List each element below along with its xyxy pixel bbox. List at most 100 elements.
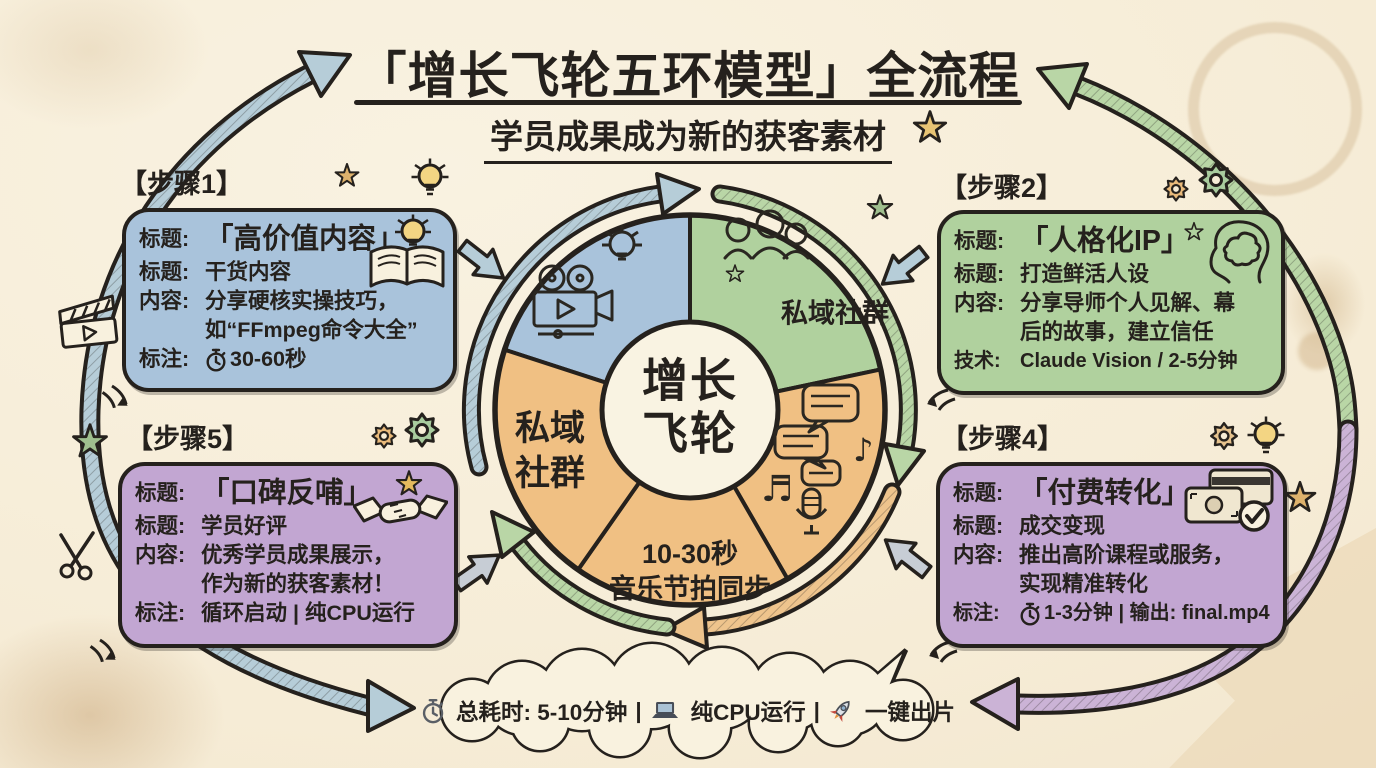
stopwatch-icon [421,698,445,724]
laptop-icon [650,701,680,721]
step2-box: 标题: 「人格化IP」 标题: 打造鲜活人设 内容: 分享导师个人见解、幕 后的… [937,210,1285,395]
microphone-icon [795,487,828,535]
step2-content-row: 内容: 分享导师个人见解、幕 [954,289,1268,318]
step2-content-line1: 分享导师个人见解、幕 [1020,291,1236,315]
segment-label-left-line2: 社群 [514,454,586,493]
field-label: 标题: [953,481,1004,505]
flywheel-center-label: 增长 飞轮 [642,355,738,462]
field-label: 标注: [135,601,186,625]
step4-title-row: 标题: 「付费转化」 [953,474,1270,512]
lightbulb-icon [1246,415,1286,454]
segment-label-bottom: 10-30秒 音乐节拍同步 [609,537,771,607]
step2-title-row: 标题: 「人格化IP」 [954,222,1268,260]
field-label: 标题: [954,229,1005,253]
step2-header: 【步骤2】 [940,173,1064,203]
field-label: 标题: [139,260,190,284]
ring-arrow-blue [461,172,701,477]
step4-title-value: 「付费转化」 [1019,477,1191,509]
scissors-icon [59,531,95,581]
chat-music-mic-icons: ♪ ♬ [761,383,873,535]
credit-card-check-icon [1184,468,1279,539]
field-label: 内容: [139,289,190,313]
star-icon [866,194,894,220]
step1-meta-value: 30-60秒 [230,347,307,371]
flywheel-ring-arrows [461,172,926,650]
chevron-accent [925,388,957,412]
step5-title-value: 「口碑反哺」 [201,477,373,509]
field-label: 标题: [139,227,190,251]
step5-header: 【步骤5】 [126,424,250,454]
segment-label-bottom-line1: 10-30秒 [641,538,739,569]
step1-subtitle-row: 标题: 干货内容 [139,258,440,287]
clapperboard-icon [58,294,119,349]
cloud-total-time: 总耗时: 5-10分钟 [456,700,628,725]
step5-content-row2: 作为新的获客素材！ [135,570,441,599]
step4-subtitle-value: 成交变现 [1019,514,1106,538]
step5-content-row: 内容: 优秀学员成果展示， [135,541,441,570]
music-note-icon: ♪ [853,431,873,469]
page-title: 「增长飞轮五环模型」全流程 [356,48,1020,104]
star-icon [912,110,948,143]
step5-meta-row: 标注: 循环启动 | 纯CPU运行 [135,599,441,628]
step2-subtitle-row: 标题: 打造鲜活人设 [954,260,1268,289]
segment-label-left-line1: 私域 [514,409,586,449]
step2-meta-row: 技术: Claude Vision / 2-5分钟 [954,347,1268,376]
field-label: 标题: [135,514,186,538]
summary-cloud [439,641,935,760]
step2-meta-value: Claude Vision / 2-5分钟 [1020,350,1238,372]
segment-label-bottom-line2: 音乐节拍同步 [609,574,771,604]
page-subtitle: 学员成果成为新的获客素材 [484,110,892,164]
people-group-icon [723,209,810,283]
segment-label-green: 私域社群 [781,298,889,329]
gear-icon [371,423,397,449]
step2-content-row2: 后的故事，建立信任 [954,318,1268,347]
gear-icon [1163,176,1189,202]
ring-arrow-green-right [710,184,926,487]
summary-cloud-text: 总耗时: 5-10分钟 | 纯CPU运行 | 一键出片 [421,695,955,727]
arrow-step4-to-wheel [873,525,939,587]
stopwatch-icon [205,348,227,372]
field-label: 技术: [954,350,1001,372]
step4-meta-value: 1-3分钟 | 输出: final.mp4 [1044,602,1270,624]
step1-content-row: 内容: 分享硬核实操技巧， [139,287,440,316]
lightbulb-icon [410,157,450,196]
step4-meta-row: 标注: 1-3分钟 | 输出: final.mp4 [953,599,1270,628]
ring-arrow-green-left [490,510,677,637]
cloud-separator: | [635,698,642,723]
star-icon [334,162,360,187]
step1-subtitle-value: 干货内容 [205,260,292,284]
title-underline [354,100,1022,105]
ring-arrow-orange [662,482,902,650]
step5-subtitle-value: 学员好评 [201,514,288,538]
field-label: 标题: [954,262,1005,286]
step1-meta-row: 标注: 30-60秒 [139,345,440,374]
rocket-icon [828,698,854,724]
step1-content-row2: 如“FFmpeg命令大全” [139,316,440,345]
step1-header: 【步骤1】 [120,169,244,199]
step1-title-value: 「高价值内容」 [205,223,405,255]
cloud-cpu-note: 纯CPU运行 [690,700,806,725]
gear-icon [1209,422,1239,450]
field-label: 标注: [139,347,190,371]
flywheel-center-line1: 增长 [642,354,738,407]
flywheel-hub [599,319,781,501]
step5-subtitle-row: 标题: 学员好评 [135,512,441,541]
stopwatch-icon [1019,602,1041,626]
gear-icon [404,412,440,448]
chevron-accent [85,636,122,668]
step4-box: 标题: 「付费转化」 标题: 成交变现 内容: 推出高阶课程或服务， 实现精准转… [936,462,1287,648]
segment-label-left: 私域 社群 [515,407,585,497]
step1-content-line1: 分享硬核实操技巧， [205,289,399,313]
step4-content-row: 内容: 推出高阶课程或服务， [953,541,1270,570]
music-note-icon: ♬ [761,469,793,510]
field-label: 标注: [953,602,1000,624]
flywheel-center-line2: 飞轮 [642,408,738,460]
cloud-one-click: 一键出片 [864,700,955,725]
video-camera-icon [532,264,614,339]
field-label: 内容: [954,291,1005,315]
field-label: 标题: [135,481,186,505]
step5-title-row: 标题: 「口碑反哺」 [135,474,441,512]
field-label: 内容: [135,543,186,567]
